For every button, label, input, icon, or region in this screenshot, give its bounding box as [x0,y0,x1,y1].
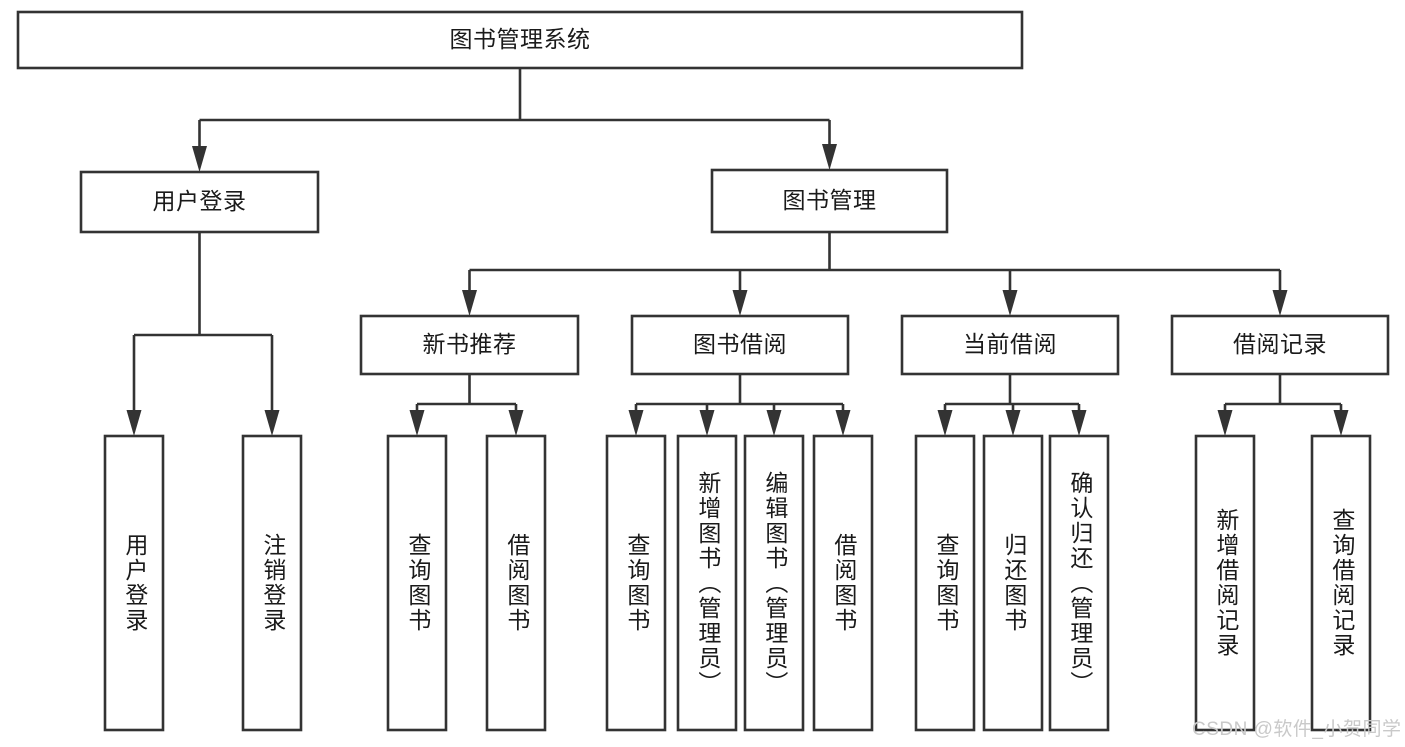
node-box-leaf_bb_add[interactable] [676,434,738,732]
connector-group-l2_current [937,374,1087,436]
node-box-l2_current[interactable] [900,314,1120,376]
connector-layer [126,68,1349,436]
node-box-leaf_rec_add[interactable] [1194,434,1256,732]
node-box-leaf_rec_query[interactable] [1310,434,1372,732]
node-box-leaf_nb_borrow[interactable] [485,434,547,732]
node-box-l1_user[interactable] [79,170,320,234]
arrow-head-leaf_user_login [126,410,142,436]
arrow-head-l2_borrow [732,290,748,316]
connector-group-l1_user [126,232,280,436]
arrow-head-l1_user [192,146,207,172]
connector-group-l1_book [462,232,1288,316]
node-box-root[interactable] [16,10,1024,70]
arrow-head-leaf_cur_query [937,410,953,436]
arrow-head-leaf_cur_confirm [1071,410,1087,436]
arrow-head-leaf_bb_borrow [835,410,851,436]
arrow-head-leaf_bb_query [628,410,644,436]
arrow-head-leaf_rec_query [1333,410,1349,436]
arrow-head-l2_current [1002,290,1018,316]
arrow-head-l1_book [822,144,837,170]
node-box-leaf_cur_confirm[interactable] [1048,434,1110,732]
arrow-head-leaf_nb_query [409,410,425,436]
connector-group-l2_borrow [628,374,851,436]
node-box-leaf_user_login[interactable] [103,434,165,732]
arrow-head-l2_newbook [462,290,477,316]
connector-group-l2_newbook [409,374,524,436]
node-box-l2_record[interactable] [1170,314,1390,376]
node-box-l2_borrow[interactable] [630,314,850,376]
node-box-leaf_bb_query[interactable] [605,434,667,732]
arrow-head-leaf_rec_add [1217,410,1233,436]
connector-group-l2_record [1217,374,1349,436]
node-box-l1_book[interactable] [710,168,949,234]
node-box-leaf_cur_return[interactable] [982,434,1044,732]
node-box-leaf_nb_query[interactable] [386,434,448,732]
node-box-l2_newbook[interactable] [359,314,580,376]
arrow-head-leaf_cur_return [1005,410,1021,436]
node-box-leaf_cur_query[interactable] [914,434,976,732]
node-box-leaf_user_logout[interactable] [241,434,303,732]
arrow-head-leaf_bb_edit [766,410,782,436]
arrow-head-leaf_bb_add [699,410,715,436]
arrow-head-l2_record [1272,290,1288,316]
connector-group-root [192,68,837,172]
node-box-leaf_bb_edit[interactable] [743,434,805,732]
arrow-head-leaf_user_logout [264,410,280,436]
node-box-leaf_bb_borrow[interactable] [812,434,874,732]
arrow-head-leaf_nb_borrow [508,410,524,436]
node-box-layer [16,10,1390,732]
